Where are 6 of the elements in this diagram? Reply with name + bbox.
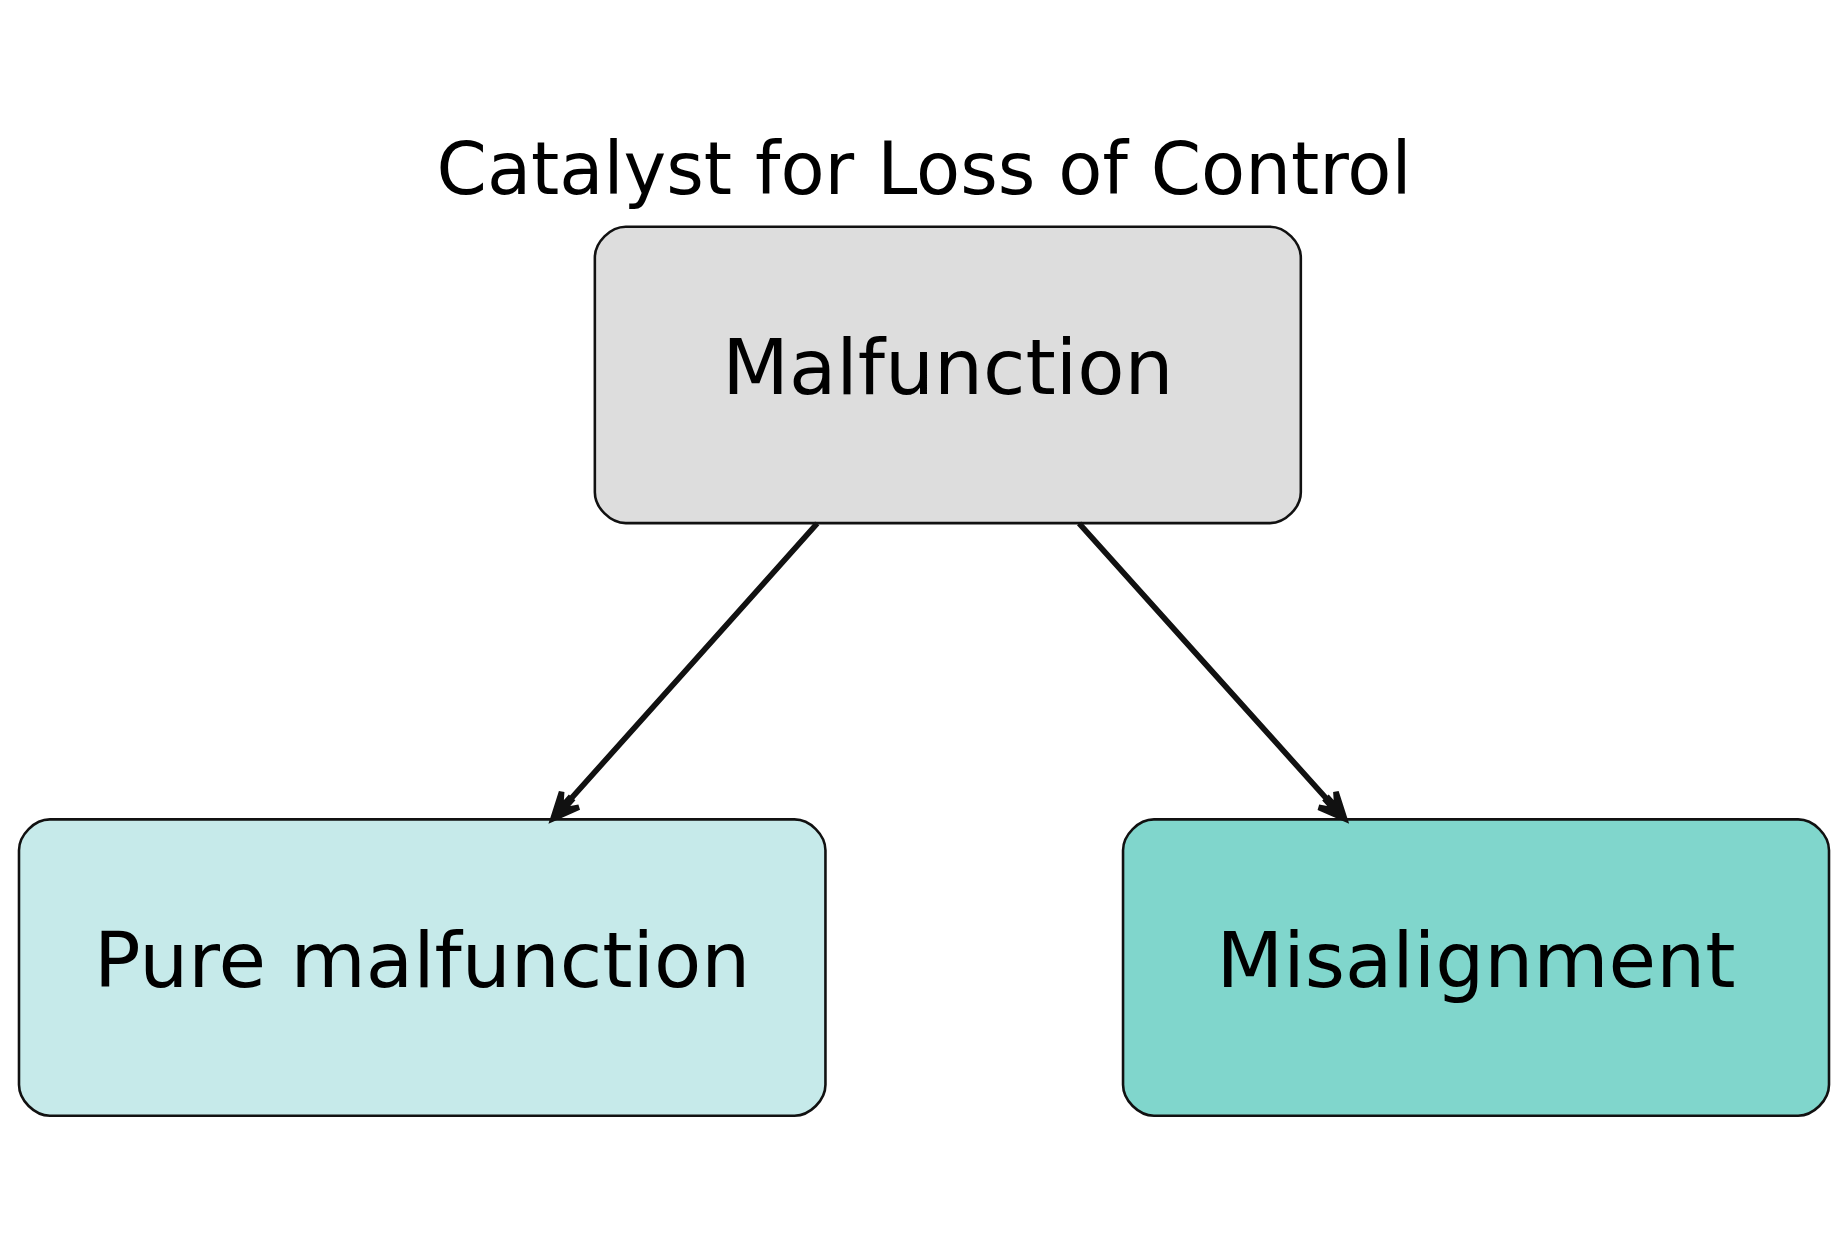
node-box: Malfunction: [593, 225, 1303, 525]
diagram-title: Catalyst for Loss of Control: [436, 127, 1412, 212]
node-box: Pure malfunction: [17, 818, 827, 1117]
arrow: [550, 521, 820, 822]
arrow: [1076, 521, 1348, 822]
node-box: Misalignment: [1121, 818, 1831, 1117]
